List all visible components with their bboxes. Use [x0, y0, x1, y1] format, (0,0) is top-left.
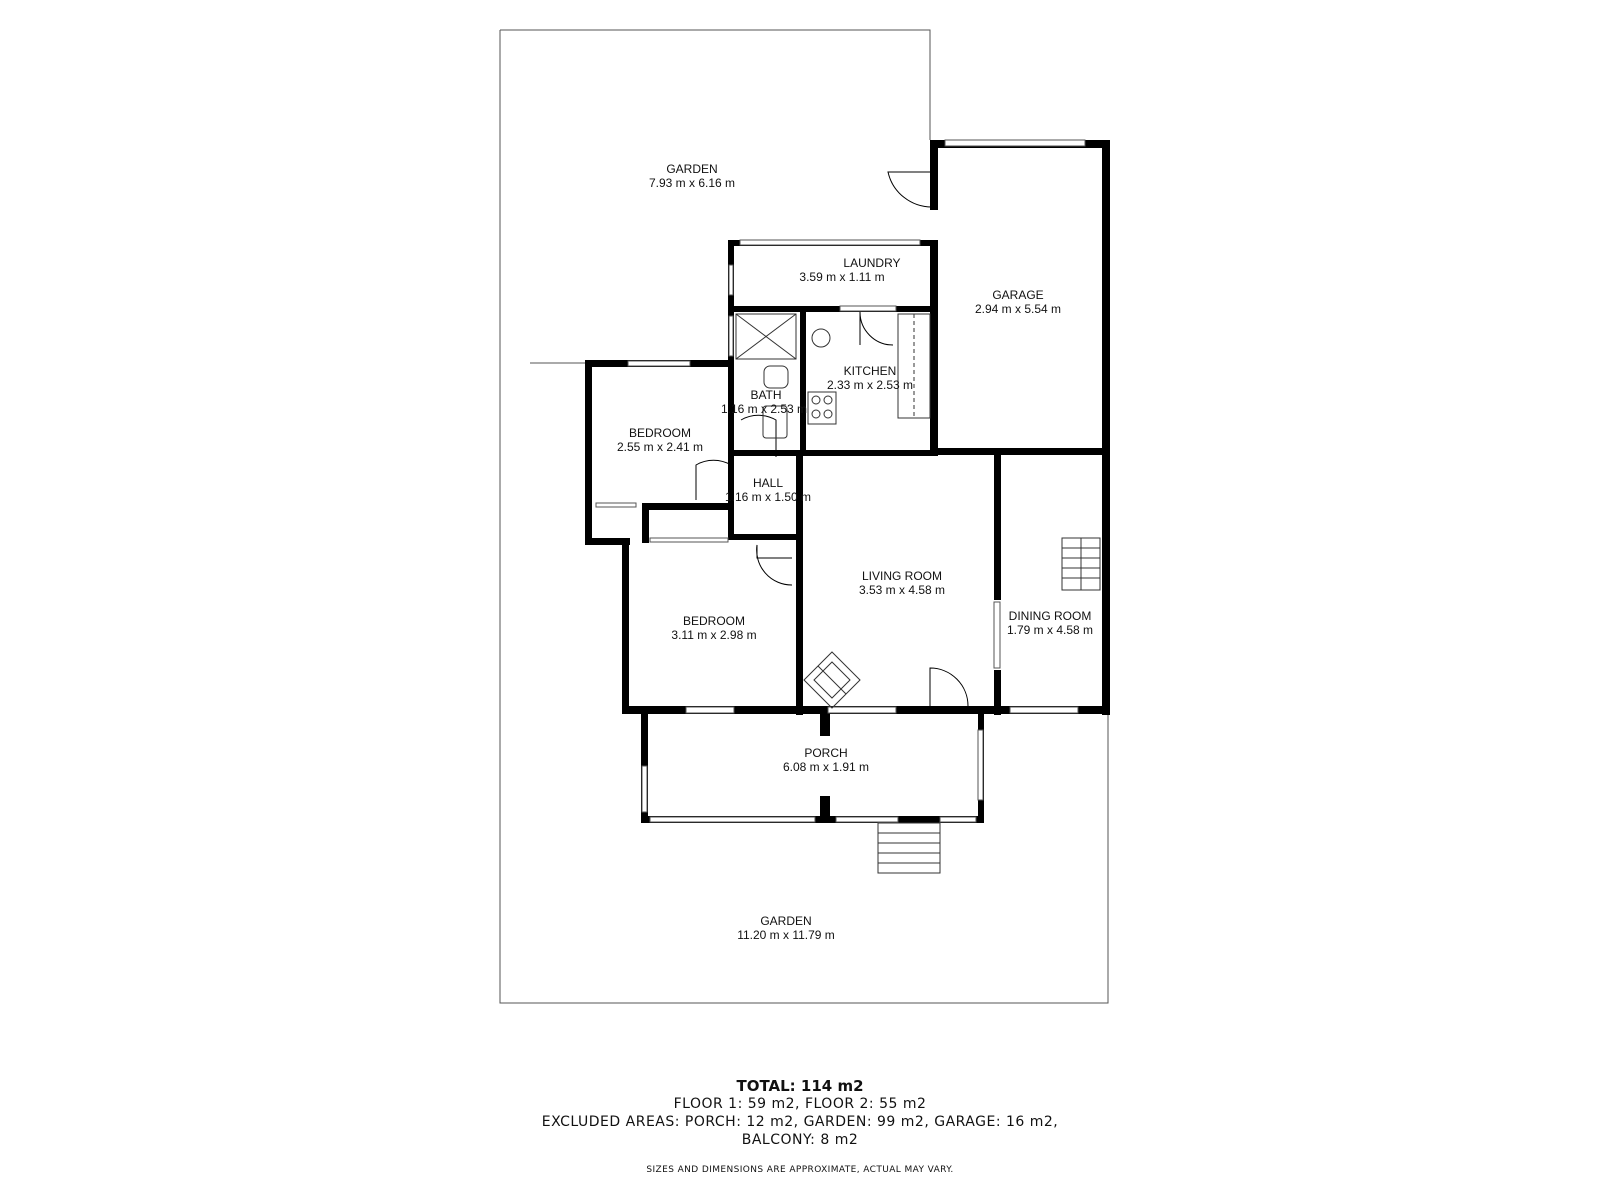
stove-icon	[807, 391, 837, 425]
garden-top-dims: 7.93 m x 6.16 m	[649, 176, 735, 190]
disclaimer: SIZES AND DIMENSIONS ARE APPROXIMATE, AC…	[646, 1165, 954, 1175]
doors	[695, 171, 969, 707]
living-room-dims: 3.53 m x 4.58 m	[859, 583, 945, 597]
total-area: TOTAL: 114 m2	[736, 1077, 864, 1095]
porch-steps-icon	[877, 822, 941, 874]
sink-icon	[811, 328, 831, 348]
bath-name: BATH	[750, 388, 781, 402]
stairs-icon	[1061, 537, 1101, 591]
dining-room-dims: 1.79 m x 4.58 m	[1007, 623, 1093, 637]
garage-name: GARAGE	[992, 288, 1043, 302]
fixtures	[735, 313, 1101, 874]
laundry-dims: 3.59 m x 1.11 m	[799, 270, 884, 284]
bedroom-large-dims: 3.11 m x 2.98 m	[671, 628, 756, 642]
laundry-name: LAUNDRY	[843, 256, 900, 270]
shower-icon	[735, 313, 797, 360]
bath-dims: 1.16 m x 2.53 m	[721, 402, 807, 416]
kitchen-dims: 2.33 m x 2.53 m	[827, 378, 913, 392]
garden-bottom-name: GARDEN	[760, 914, 811, 928]
room-labels: GARDEN 7.93 m x 6.16 m LAUNDRY 3.59 m x …	[617, 162, 1093, 942]
porch-dims: 6.08 m x 1.91 m	[783, 760, 869, 774]
garden-bottom-dims: 11.20 m x 11.79 m	[737, 928, 835, 942]
bedroom-small-dims: 2.55 m x 2.41 m	[617, 440, 703, 454]
porch-name: PORCH	[804, 746, 847, 760]
living-room-name: LIVING ROOM	[862, 569, 942, 583]
floor-areas: FLOOR 1: 59 m2, FLOOR 2: 55 m2	[673, 1096, 927, 1112]
garden-outline	[499, 29, 1109, 1004]
bedroom-small-name: BEDROOM	[629, 426, 691, 440]
hall-name: HALL	[753, 476, 783, 490]
dining-room-name: DINING ROOM	[1009, 609, 1092, 623]
fireplace-icon	[803, 651, 861, 709]
balcony-area: BALCONY: 8 m2	[741, 1132, 859, 1148]
garage-dims: 2.94 m x 5.54 m	[975, 302, 1061, 316]
toilet-icon	[763, 365, 789, 389]
kitchen-name: KITCHEN	[844, 364, 897, 378]
windows	[595, 139, 1086, 823]
basin-icon	[762, 405, 788, 439]
hall-dims: 1.16 m x 1.50 m	[725, 490, 811, 504]
bedroom-large-name: BEDROOM	[683, 614, 745, 628]
excluded-areas: EXCLUDED AREAS: PORCH: 12 m2, GARDEN: 99…	[541, 1114, 1059, 1130]
garden-top-name: GARDEN	[666, 162, 717, 176]
